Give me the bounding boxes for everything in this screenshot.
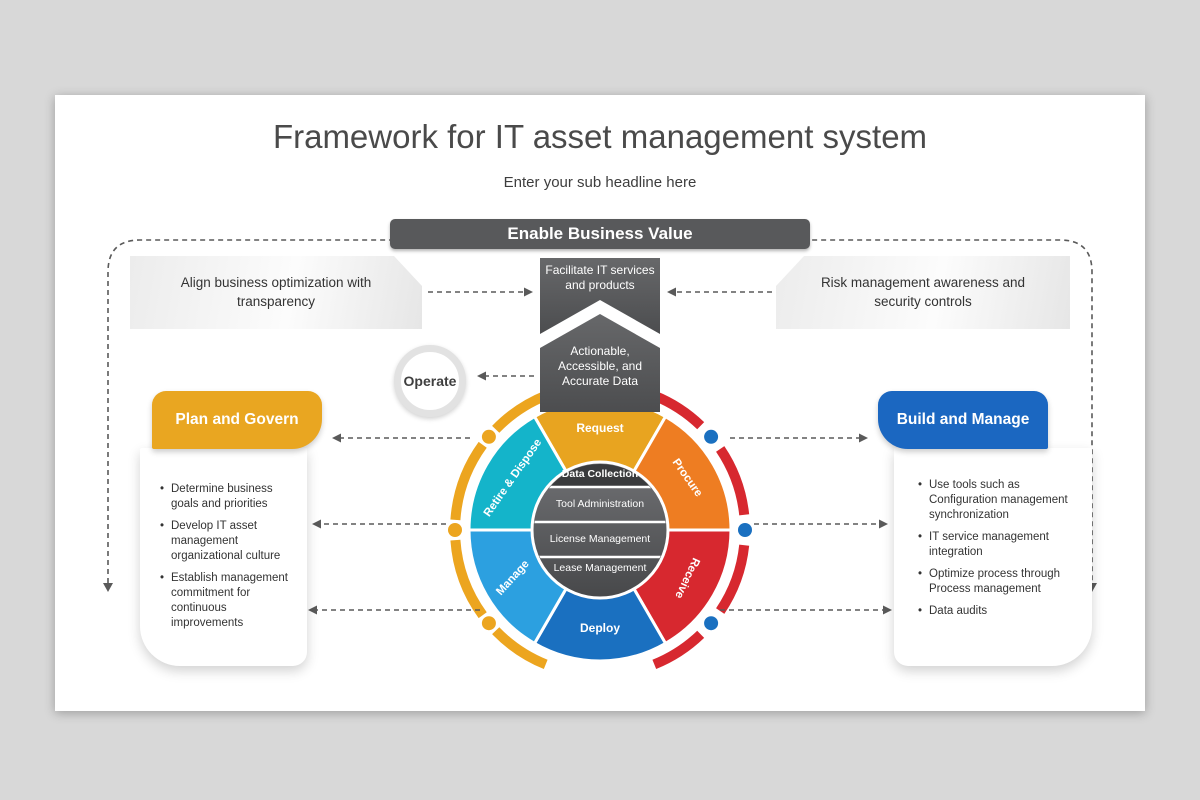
- plan-govern-list: Determine business goals and priorities …: [160, 482, 295, 630]
- arrow-left-icon: [667, 287, 676, 297]
- panel-title-build-and-manage: Build and Manage: [878, 391, 1048, 449]
- arrow-left-icon: [312, 519, 321, 529]
- dot-blue-icon: [738, 523, 752, 537]
- dot-gold-icon: [481, 429, 496, 444]
- segment-label-deploy: Deploy: [579, 621, 620, 635]
- arc-right-red: [652, 390, 750, 670]
- operate-circle: Operate: [394, 345, 466, 417]
- dot-gold-icon: [448, 523, 462, 537]
- build-manage-list: Use tools such as Configuration manageme…: [918, 478, 1078, 619]
- list-item: Develop IT asset management organization…: [160, 519, 295, 564]
- dot-blue-icon: [704, 429, 719, 444]
- page-subtitle: Enter your sub headline here: [503, 174, 697, 191]
- stack-pentagon-label: Actionable, Accessible, and Accurate Dat…: [557, 344, 643, 388]
- arrow-left-icon: [308, 605, 317, 615]
- arrow-left-icon: [477, 371, 486, 381]
- list-item: Use tools such as Configuration manageme…: [918, 478, 1078, 523]
- segment-label-request: Request: [576, 421, 624, 435]
- arrow-right-icon: [524, 287, 533, 297]
- stack-top-shape: [540, 258, 660, 334]
- frame-arrow-down-left-icon: [103, 583, 113, 592]
- hub-row-license-management: License Management: [549, 533, 651, 545]
- dot-gold-icon: [481, 616, 496, 631]
- stack-pentagon-shape: [540, 314, 660, 412]
- list-item: Optimize process through Process managem…: [918, 567, 1078, 597]
- arc-dots: [448, 429, 752, 631]
- callout-left: Align business optimization with transpa…: [130, 256, 422, 329]
- list-item: Determine business goals and priorities: [160, 482, 295, 512]
- list-item: Establish management commitment for cont…: [160, 571, 295, 631]
- connectors: [308, 287, 892, 615]
- center-stack-shapes: [540, 258, 660, 412]
- panel-body-plan-and-govern: Determine business goals and priorities …: [140, 448, 307, 666]
- wheel-hub: [530, 460, 670, 600]
- callout-right: Risk management awareness and security c…: [776, 256, 1070, 329]
- hub-row-tool-administration: Tool Administration: [555, 498, 645, 510]
- arrow-right-icon: [879, 519, 888, 529]
- page-title: Framework for IT asset management system: [272, 118, 928, 155]
- dot-blue-icon: [704, 616, 719, 631]
- arrow-left-icon: [332, 433, 341, 443]
- panel-title-plan-and-govern: Plan and Govern: [152, 391, 322, 449]
- hub-row-data-collection: Data Collection: [561, 468, 639, 480]
- arrow-right-icon: [883, 605, 892, 615]
- list-item: IT service management integration: [918, 530, 1078, 560]
- panel-body-build-and-manage: Use tools such as Configuration manageme…: [894, 448, 1092, 666]
- arrow-right-icon: [859, 433, 868, 443]
- enable-business-value-banner: Enable Business Value: [390, 219, 810, 249]
- list-item: Data audits: [918, 604, 1078, 619]
- hub-row-lease-management: Lease Management: [553, 562, 647, 574]
- stack-top-label: Facilitate IT services and products: [545, 263, 655, 292]
